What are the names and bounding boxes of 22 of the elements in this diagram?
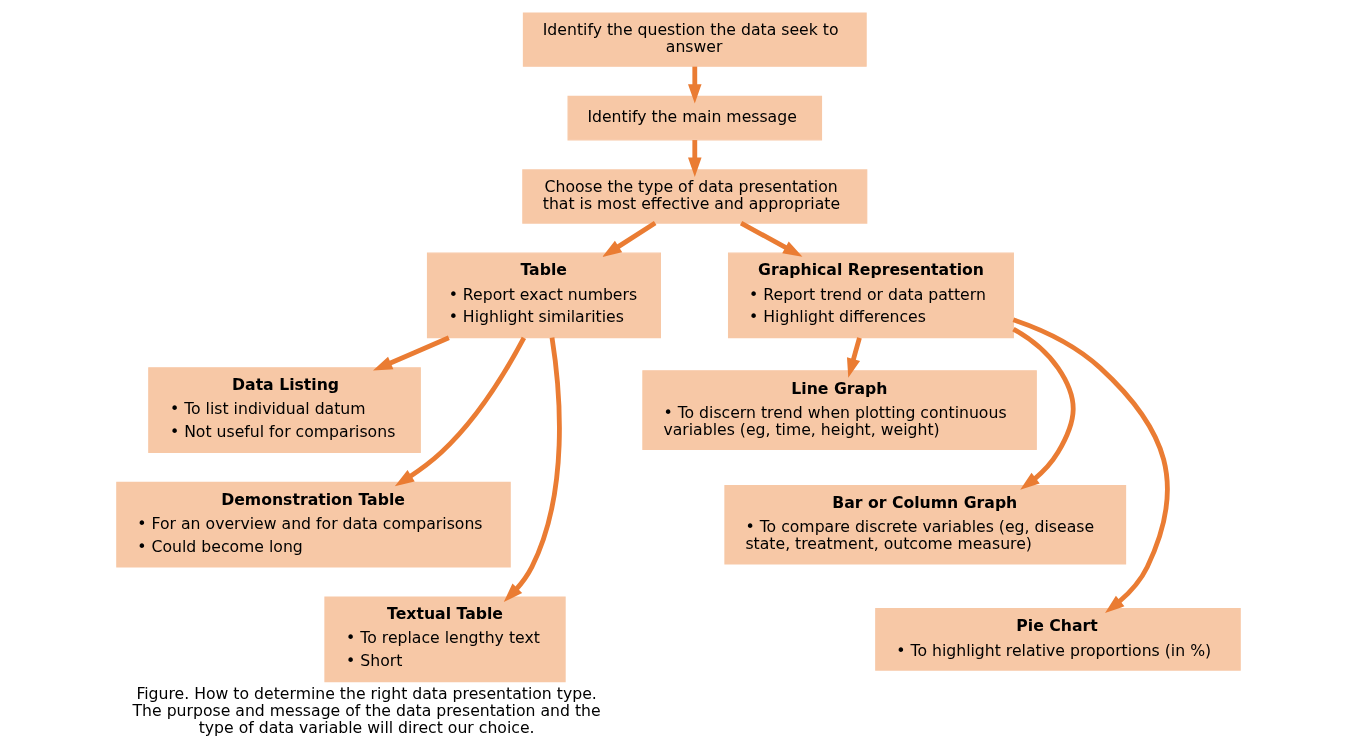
node-box: Table • Report exact numbers • Highlight similarities — [426, 252, 661, 339]
arrow — [372, 335, 450, 371]
node-box: Textual Table • To replace lengthy text • Short — [323, 596, 566, 683]
arrow — [1012, 317, 1170, 614]
arrow — [687, 140, 702, 177]
node-box: Identify the main message — [567, 95, 822, 141]
node-box: Identify the question the data seek to answer — [522, 12, 867, 67]
node-box: Line Graph • To discern trend when plotting continuous variables (eg, time, height, weight) — [641, 370, 1037, 450]
node-box: Data Listing • To list individual datum • Not useful for comparisons — [147, 367, 421, 453]
node-box: Choose the type of data presentation that is most effective and appropriate — [521, 169, 867, 224]
node-box: Bar or Column Graph • To compare discrete variables (eg, disease state, treatment, outcome measure) — [723, 484, 1126, 565]
arrow — [394, 336, 526, 487]
arrow — [687, 66, 702, 104]
arrow — [503, 337, 562, 603]
arrow — [1011, 326, 1076, 490]
arrow — [739, 220, 802, 257]
node-box: Demonstration Table • For an overview and for data comparisons • Could become long — [115, 481, 511, 568]
node-box: Pie Chart • To highlight relative proportions (in %) — [874, 607, 1241, 671]
arrow — [601, 221, 656, 257]
node-box: Graphical Representation • Report trend or data pattern • Highlight differences — [727, 252, 1014, 339]
arrow — [846, 337, 862, 378]
caption: Figure. How to determine the right data presentation type. The purpose and message of the data presentation and the type of data variable will direct our choice. — [132, 683, 601, 737]
